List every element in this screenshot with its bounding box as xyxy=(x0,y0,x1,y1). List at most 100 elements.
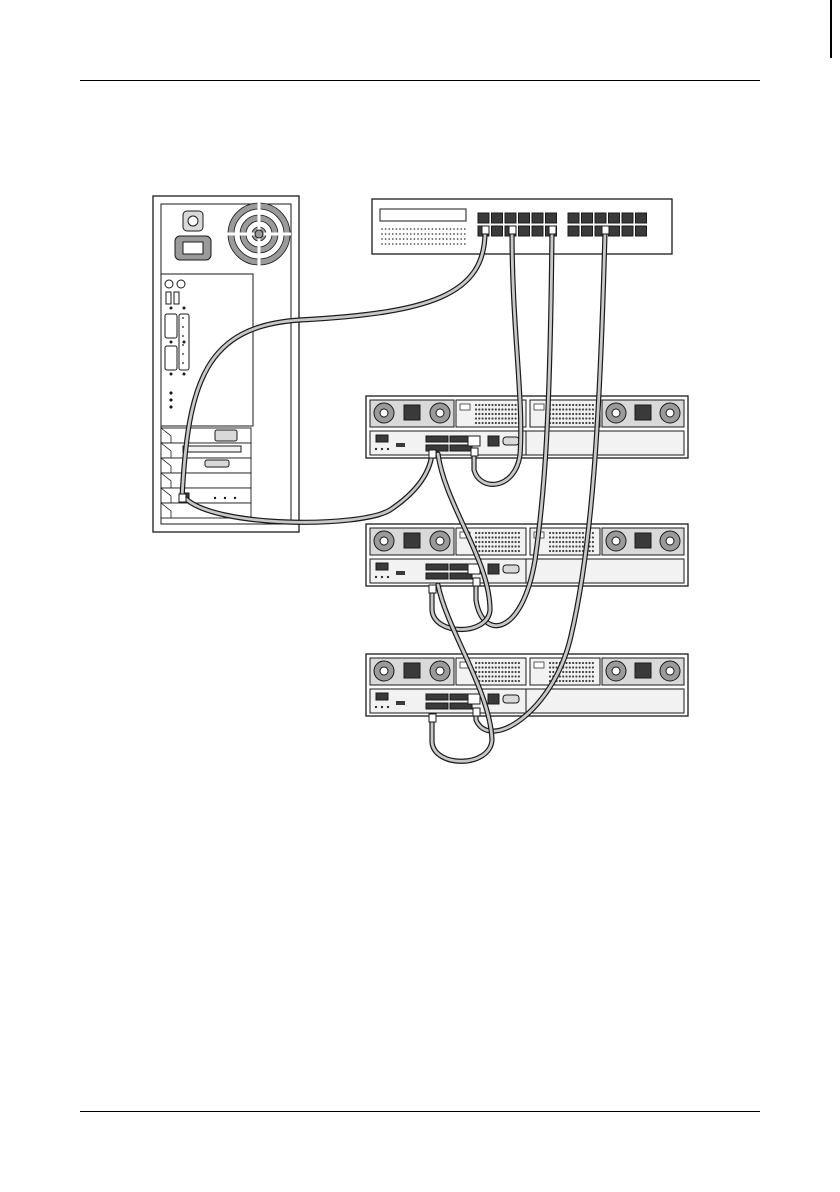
grille-hole xyxy=(592,680,594,682)
grille-hole xyxy=(511,550,513,552)
grille-hole xyxy=(491,666,493,668)
cable-plug xyxy=(473,708,480,716)
grille-hole xyxy=(572,675,574,677)
grille-hole xyxy=(495,675,497,677)
grille-hole xyxy=(485,422,487,424)
ethernet-port-icon xyxy=(468,436,480,446)
grille-hole xyxy=(559,404,561,406)
vent-hole xyxy=(396,238,398,240)
grille-hole xyxy=(511,675,513,677)
status-led xyxy=(387,706,389,708)
vent-hole xyxy=(417,243,419,245)
vent-hole xyxy=(417,228,419,230)
grille-hole xyxy=(579,536,581,538)
grille-hole xyxy=(482,675,484,677)
grille-hole xyxy=(565,550,567,552)
grille-hole xyxy=(582,417,584,419)
psu-fan-hub xyxy=(666,409,674,417)
grille-hole xyxy=(559,532,561,534)
grille-hole xyxy=(592,536,594,538)
reset-button-icon xyxy=(396,701,405,705)
psu-socket-icon xyxy=(635,533,651,548)
grille-hole xyxy=(572,680,574,682)
grille-hole xyxy=(562,545,564,547)
grille-hole xyxy=(491,422,493,424)
grille-hole xyxy=(552,550,554,552)
fan-module-latch xyxy=(460,404,470,410)
grille-hole xyxy=(572,541,574,543)
grille-hole xyxy=(495,404,497,406)
switch-port-icon xyxy=(609,213,620,223)
grille-hole xyxy=(549,675,551,677)
grille-hole xyxy=(559,536,561,538)
grille-hole xyxy=(511,422,513,424)
grille-hole xyxy=(495,417,497,419)
grille-hole xyxy=(592,541,594,543)
mgmt-port-icon xyxy=(376,435,388,442)
grille-hole xyxy=(482,680,484,682)
psu-fan-hub xyxy=(380,667,388,675)
grille-hole xyxy=(501,541,503,543)
grille-hole xyxy=(498,680,500,682)
grille-hole xyxy=(482,404,484,406)
grille-hole xyxy=(575,536,577,538)
cable-plug xyxy=(179,494,186,502)
switch-port-icon xyxy=(636,213,647,223)
grille-hole xyxy=(478,408,480,410)
vent-hole xyxy=(453,233,455,235)
grille-hole xyxy=(488,675,490,677)
grille-hole xyxy=(572,417,574,419)
grille-hole xyxy=(559,408,561,410)
switch-label-plate xyxy=(380,209,466,221)
grille-hole xyxy=(515,408,517,410)
psu-fan-hub xyxy=(612,409,620,417)
grille-hole xyxy=(491,417,493,419)
grille-hole xyxy=(498,417,500,419)
vent-hole xyxy=(406,238,408,240)
vent-hole xyxy=(421,243,423,245)
grille-hole xyxy=(585,404,587,406)
grille-hole xyxy=(485,536,487,538)
grille-hole xyxy=(579,413,581,415)
grille-hole xyxy=(562,675,564,677)
status-led xyxy=(381,448,383,450)
grille-hole xyxy=(549,662,551,664)
grille-hole xyxy=(589,413,591,415)
grille-hole xyxy=(515,662,517,664)
grille-hole xyxy=(565,675,567,677)
host-pc xyxy=(153,196,299,532)
grille-hole xyxy=(498,532,500,534)
grille-hole xyxy=(552,536,554,538)
grille-hole xyxy=(589,671,591,673)
grille-hole xyxy=(488,422,490,424)
grille-hole xyxy=(518,666,520,668)
vent-hole xyxy=(428,243,430,245)
vent-hole xyxy=(399,233,401,235)
grille-hole xyxy=(575,413,577,415)
parallel-pin xyxy=(182,317,184,319)
grille-hole xyxy=(552,422,554,424)
grille-hole xyxy=(592,666,594,668)
grille-hole xyxy=(478,541,480,543)
vent-hole xyxy=(421,228,423,230)
cable-plug xyxy=(549,226,556,234)
grille-hole xyxy=(556,422,558,424)
status-led xyxy=(387,448,389,450)
grille-hole xyxy=(569,550,571,552)
ethernet-port-icon xyxy=(468,694,480,704)
grille-hole xyxy=(498,671,500,673)
switch-port-icon xyxy=(505,213,516,223)
grille-hole xyxy=(478,666,480,668)
grille-hole xyxy=(562,550,564,552)
grille-hole xyxy=(552,532,554,534)
mgmt-port-icon xyxy=(376,693,388,700)
grille-hole xyxy=(582,680,584,682)
vent-hole xyxy=(403,228,405,230)
vga-port-icon xyxy=(215,430,237,441)
vent-hole xyxy=(439,228,441,230)
vent-hole xyxy=(450,243,452,245)
vent-hole xyxy=(381,243,383,245)
grille-hole xyxy=(498,675,500,677)
vent-hole xyxy=(439,243,441,245)
vent-hole xyxy=(439,238,441,240)
